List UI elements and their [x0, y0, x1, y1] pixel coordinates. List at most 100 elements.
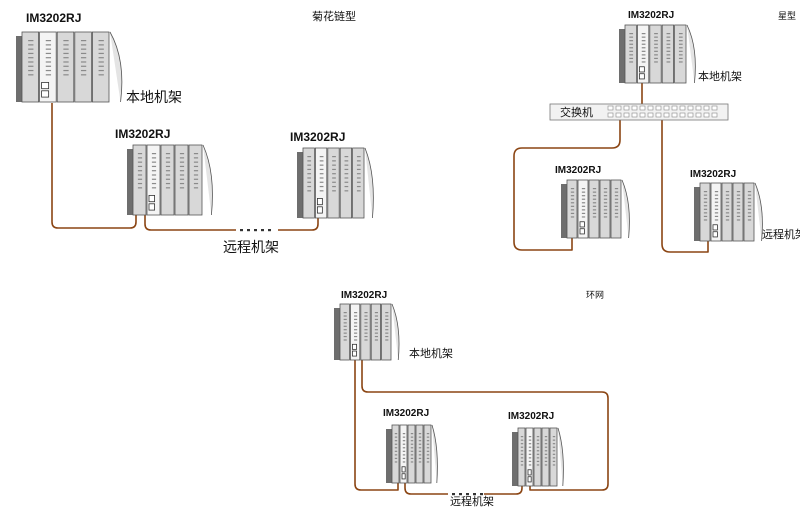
module-led [80, 65, 87, 67]
module-led [193, 187, 199, 189]
module-led [151, 165, 157, 168]
module-led [426, 461, 430, 463]
module-led [544, 443, 548, 445]
module-led [654, 54, 658, 56]
module-led [426, 443, 430, 445]
module-led [402, 436, 406, 438]
module-led [374, 322, 378, 324]
rack-cover [621, 179, 630, 239]
ring-local-model-label: IM3202RJ [341, 290, 388, 301]
module-led [666, 33, 671, 35]
module-led [354, 339, 358, 341]
ethernet-port [401, 466, 406, 473]
module-led [678, 50, 683, 52]
module-led [410, 433, 414, 435]
rack-backplate [16, 36, 26, 102]
module-led [307, 185, 312, 188]
module-led [307, 177, 312, 179]
rack-cover [754, 182, 763, 242]
module-led [319, 185, 324, 188]
module-led [736, 212, 741, 214]
module-led [714, 191, 719, 193]
module-led [137, 178, 143, 180]
module-led [28, 69, 34, 72]
ring-local-rack-label: 本地机架 [409, 348, 453, 360]
module-led [179, 178, 185, 180]
module-led [581, 188, 586, 190]
module-led [354, 318, 358, 321]
switch-port [607, 105, 614, 111]
module-led [356, 164, 361, 166]
module-led [725, 212, 730, 214]
module-led [410, 450, 414, 452]
module-led [528, 464, 532, 466]
module-led [426, 433, 430, 435]
module-led [63, 48, 69, 50]
module-led [528, 443, 532, 445]
module-led [614, 191, 619, 193]
module-led [678, 54, 683, 56]
module-led [703, 205, 708, 207]
star-remote-rack-2 [694, 182, 763, 242]
module-led [520, 439, 524, 441]
io-module [661, 24, 675, 84]
module-led [552, 446, 556, 448]
module-led [736, 208, 741, 210]
module-led [165, 174, 171, 176]
module-led [747, 219, 752, 221]
module-led [536, 457, 540, 459]
daisy-local-model-label: IM3202RJ [26, 11, 82, 25]
module-led [179, 182, 185, 185]
continuation-dot [261, 229, 264, 232]
module-led [603, 209, 608, 211]
module-led [356, 173, 361, 175]
module-led [364, 325, 368, 327]
continuation-dot [480, 493, 483, 496]
module-led [725, 219, 730, 221]
module-led [45, 40, 52, 42]
continuation-dot [452, 493, 455, 496]
module-led [385, 325, 389, 327]
module-led [736, 198, 741, 200]
module-led [614, 195, 619, 197]
module-led [63, 65, 69, 67]
daisy-remote-rack-2 [297, 147, 374, 219]
module-led [137, 157, 143, 159]
module-led [307, 168, 312, 171]
module-led [666, 54, 671, 56]
module-led [402, 454, 406, 456]
module-led [410, 457, 414, 460]
module-led [528, 453, 532, 455]
daisy-cable-remote1-out [144, 213, 236, 231]
rack-cover [431, 424, 438, 484]
module-led [666, 50, 671, 52]
module-led [654, 61, 658, 63]
module-led [528, 460, 532, 463]
module-led [603, 195, 608, 197]
io-module [160, 144, 175, 216]
module-led [520, 464, 524, 466]
io-module [649, 24, 662, 84]
module-led [581, 202, 586, 204]
module-led [63, 44, 69, 46]
module-led [614, 209, 619, 211]
module-led [179, 157, 185, 159]
module-led [747, 194, 752, 196]
module-led [354, 329, 358, 331]
module-led [319, 181, 324, 183]
star-local-rack-label: 本地机架 [698, 71, 742, 83]
module-led [552, 464, 556, 466]
module-led [151, 170, 157, 172]
module-led [364, 322, 368, 324]
module-led [332, 173, 336, 175]
module-led [354, 322, 358, 324]
module-led [592, 191, 597, 193]
module-led [80, 57, 87, 59]
ring-remote-rack-2 [512, 427, 564, 487]
module-led [410, 436, 414, 438]
module-led [319, 168, 324, 171]
module-led [193, 174, 199, 176]
module-led [747, 208, 752, 210]
switch-port [711, 105, 718, 111]
io-module [399, 424, 408, 484]
